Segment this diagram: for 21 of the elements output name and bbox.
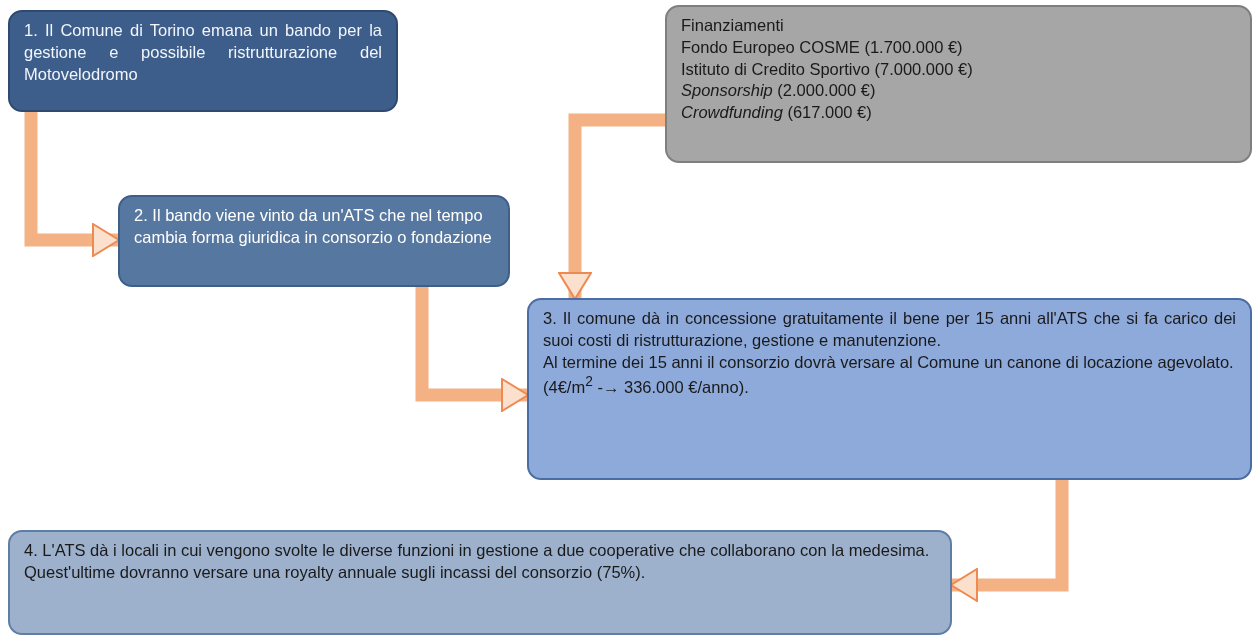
description-text: 2. Il bando viene vinto da un'ATS che nel tempo cambia forma giuridica in consorzio o fondazione [134,205,493,248]
heading: Finanziamenti [681,15,785,36]
process-box [527,298,1252,480]
bent-arrow [950,480,1069,602]
bent-arrow [558,113,665,300]
bent-arrow [24,112,120,257]
description-text: Quest'ultime dovranno versare una royalty annuale sugli incassi del consorzio (75%). [24,561,647,583]
description-text: 4. L'ATS dà i locali in cui vengono svolte le diverse funzioni in gestione a due cooperative che collaborano con la medesima. [24,540,931,561]
process-box [8,10,398,112]
process-box [118,195,510,287]
description-text: Crowdfunding (617.000 €) [681,102,873,124]
description-text: 1. Il Comune di Torino emana un bando per la gestione e possibile ristrutturazione del Motovelodromo [24,20,382,85]
description-text: 3. Il comune dà in concessione gratuitamente il bene per 15 anni all'ATS che si fa carico dei suoi costi di ristrutturazione, gestione e manutenzione. [543,308,1236,351]
process-box [8,530,952,635]
bent-arrow [415,287,529,412]
description-text: Sponsorship (2.000.000 €) [681,80,877,102]
description-text: (4€/m$^{2}$ -→ 336.000 €/anno). [543,373,750,398]
description-text: Fondo Europeo COSME (1.700.000 €) [681,36,964,58]
description-text: Al termine dei 15 anni il consorzio dovrà versare al Comune un canone di locazione agevolato. [543,351,1235,373]
description-text: Istituto di Credito Sportivo (7.000.000 €) [681,58,974,80]
funding-box [665,5,1252,163]
